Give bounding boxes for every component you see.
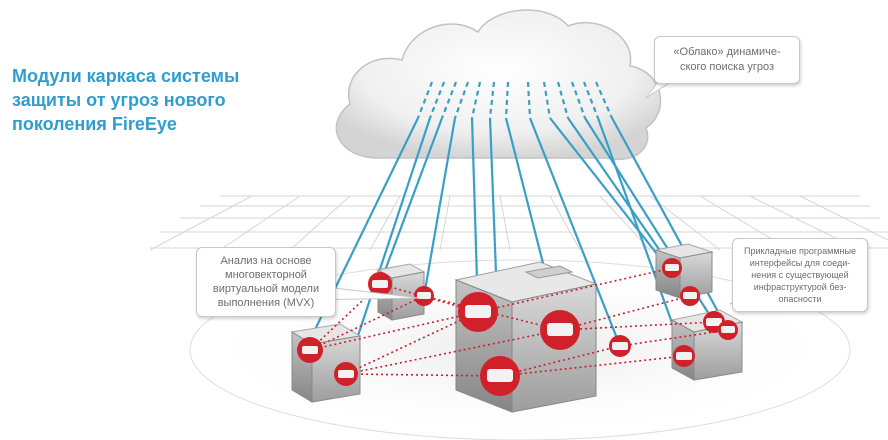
title-line-3: поколения FireEye	[12, 114, 177, 134]
mvx-callout-line: Анализ на основе	[220, 255, 312, 267]
appliance-node	[368, 272, 392, 296]
mvx-callout-line: выполнения (MVX)	[217, 297, 315, 309]
appliance-node	[480, 356, 520, 396]
appliance-node	[297, 337, 323, 363]
appliance-node	[458, 292, 498, 332]
appliance-node	[662, 258, 682, 278]
mvx-callout: Анализ на основе многовекторной виртуаль…	[196, 247, 336, 317]
title-line-2: защиты от угроз нового	[12, 90, 226, 110]
appliance-node	[718, 320, 738, 340]
appliance-node	[414, 286, 434, 306]
cloud-callout-line: «Облако» динамиче-	[673, 46, 781, 58]
grid-floor	[149, 195, 888, 251]
mvx-callout-line: многовекторной	[225, 269, 307, 281]
api-callout: Прикладные программные интерфейсы для со…	[732, 238, 868, 312]
appliance-node	[334, 362, 358, 386]
api-callout-line: Прикладные программные	[744, 246, 856, 256]
api-callout-line: инфраструктурой без-	[753, 282, 847, 292]
appliance-nodes	[297, 258, 738, 396]
appliance-node	[609, 335, 631, 357]
appliance-node	[540, 310, 580, 350]
api-callout-line: интерфейсы для соеди-	[749, 258, 851, 268]
appliance-node	[680, 286, 700, 306]
api-callout-line: нения с существующей	[751, 270, 849, 280]
appliance-node	[673, 345, 695, 367]
cloud-callout: «Облако» динамиче- ского поиска угроз	[654, 36, 800, 84]
api-callout-line: опасности	[778, 294, 822, 304]
cloud-callout-line: ского поиска угроз	[679, 61, 775, 73]
threat-cloud	[335, 9, 662, 161]
diagram-title: Модули каркаса системы защиты от угроз н…	[12, 64, 312, 136]
mvx-callout-line: виртуальной модели	[212, 283, 320, 295]
cloud-beams	[416, 81, 614, 119]
title-line-1: Модули каркаса системы	[12, 66, 240, 86]
